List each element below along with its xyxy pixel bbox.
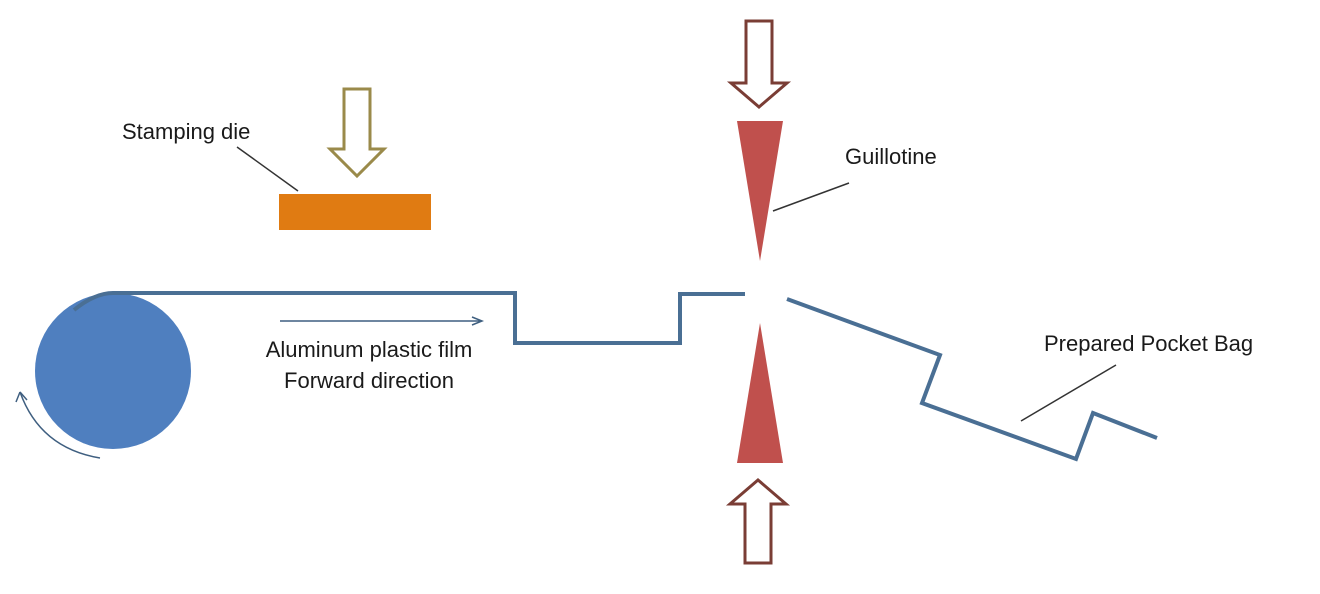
film-roll-icon <box>35 293 191 449</box>
guillotine-top-arrow-icon <box>726 19 792 109</box>
film-label-line1: Aluminum plastic film <box>266 337 473 362</box>
stamping-die-leader <box>236 146 299 192</box>
prepared-bag-leader <box>1020 364 1117 422</box>
stamping-die-label: Stamping die <box>122 119 250 144</box>
stamping-die-block <box>279 194 431 230</box>
film-label-line2: Forward direction <box>284 368 454 393</box>
aluminum-film-path <box>72 291 745 345</box>
guillotine-bottom-arrow-icon <box>725 478 791 565</box>
guillotine-bottom-blade <box>737 323 783 463</box>
forward-direction-arrow <box>280 316 485 326</box>
guillotine-leader <box>772 182 850 212</box>
guillotine-top-blade <box>737 121 783 261</box>
die-press-arrow-icon <box>326 87 388 179</box>
guillotine-label: Guillotine <box>845 144 937 169</box>
prepared-bag-path <box>786 297 1158 462</box>
prepared-bag-label: Prepared Pocket Bag <box>1044 331 1253 356</box>
rotation-arrow-icon <box>15 391 101 459</box>
